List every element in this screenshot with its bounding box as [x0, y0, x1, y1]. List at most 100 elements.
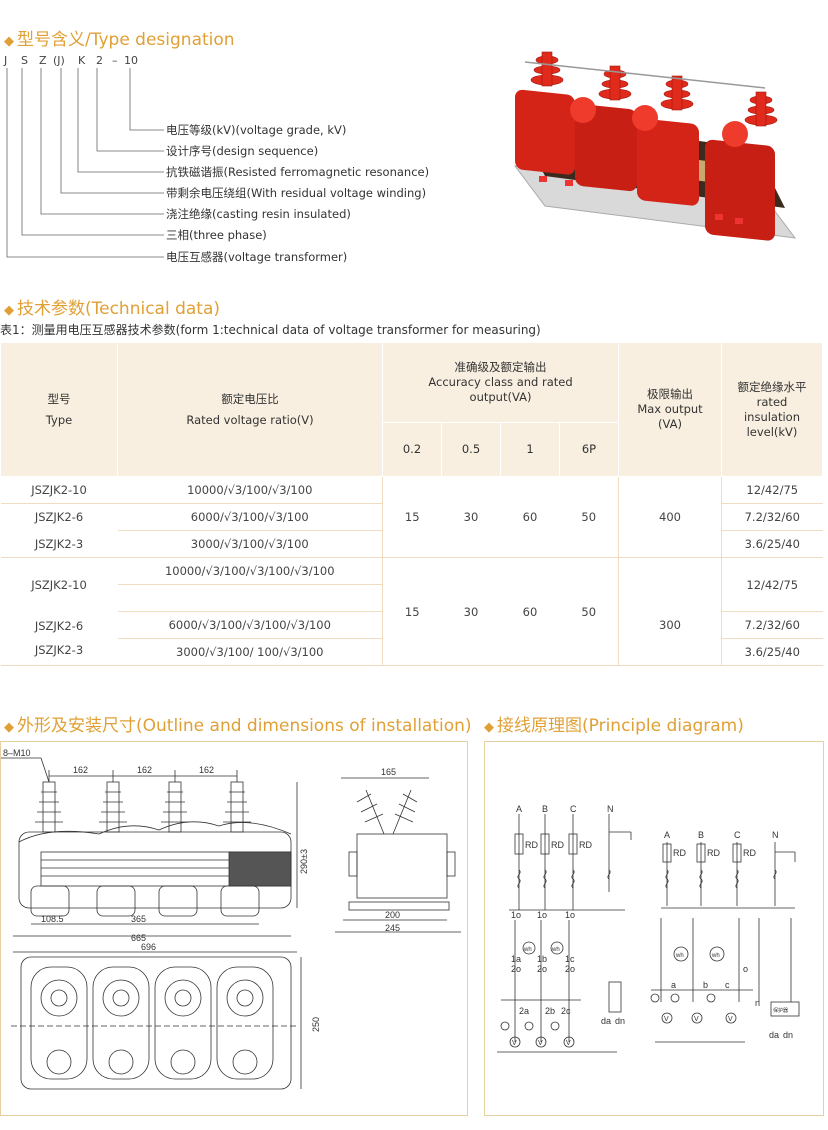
meter-label: V: [538, 1040, 543, 1047]
open-delta-label: da: [769, 1030, 779, 1040]
terminal-label: o: [743, 964, 748, 974]
fuse-label: RD: [579, 840, 592, 850]
header-class: 0.5: [441, 422, 501, 477]
dim-pitch: 162: [199, 765, 214, 775]
dim-pitch: 162: [137, 765, 152, 775]
designation-leader-lines: [6, 68, 164, 258]
header-accuracy: 准确级及额定输出 Accuracy class and rated output…: [382, 342, 619, 423]
code-letter: (J): [53, 54, 65, 67]
header-insulation: 额定绝缘水平 rated insulation level(kV): [721, 342, 823, 477]
fuse-label: RD: [707, 848, 720, 858]
output-cell: 15: [382, 557, 442, 666]
designation-item: 电压互感器(voltage transformer): [166, 250, 348, 264]
output-cell: 30: [441, 557, 501, 666]
phase-label: C: [570, 804, 577, 814]
meter-label: V: [728, 1016, 733, 1023]
section-title-principle: ◆接线原理图(Principle diagram): [484, 716, 744, 736]
principle-diagram-box: A B C N RD RD RD 1o 1o 1o 1a 1b 1c 2o 2o…: [484, 741, 824, 1116]
dim-pitch: 162: [73, 765, 88, 775]
dim-top-width: 250: [311, 1017, 321, 1032]
type-cell: JSZJK2-3: [0, 530, 118, 558]
output-cell: 30: [441, 476, 501, 558]
ratio-cell: 3000/√3/100/ 100/√3/100: [117, 638, 383, 666]
phase-label: B: [542, 804, 548, 814]
insulation-cell: 7.2/32/60: [721, 503, 823, 531]
header-max-output: 极限输出 Max output (VA): [618, 342, 722, 477]
fuse-label: RD: [525, 840, 538, 850]
code-letter: Z: [39, 54, 47, 67]
meter-label: V: [694, 1016, 699, 1023]
code-letter: K: [78, 54, 86, 67]
terminal-label: 1b: [537, 954, 547, 964]
terminal-label: a: [671, 980, 676, 990]
fuse-label: RD: [673, 848, 686, 858]
dim-side-width: 165: [381, 767, 396, 777]
insulation-cell: 12/42/75: [721, 476, 823, 504]
insulation-cell: 7.2/32/60: [721, 611, 823, 639]
dim-side-base-inner: 200: [385, 910, 400, 920]
terminal-label: n: [755, 998, 760, 1008]
designation-item: 浇注绝缘(casting resin insulated): [166, 207, 351, 221]
ratio-cell: 10000/√3/100/√3/100: [117, 476, 383, 504]
ratio-cell-empty: [117, 584, 383, 612]
code-letter: J: [4, 54, 8, 67]
ratio-cell: 3000/√3/100/√3/100: [117, 530, 383, 558]
diamond-bullet-icon: ◆: [4, 34, 14, 49]
max-output-cell: 400: [618, 476, 722, 558]
dim-bolt: 8–M10: [3, 748, 31, 758]
terminal-label: 2a: [519, 1006, 529, 1016]
designation-item: 带剩余电压绕组(With residual voltage winding): [166, 186, 427, 200]
terminal-label: b: [703, 980, 708, 990]
type-cell: JSZJK2-6 JSZJK2-3: [0, 611, 118, 666]
phase-label: N: [607, 804, 614, 814]
header-ratio: 额定电压比 Rated voltage ratio(V): [117, 342, 383, 477]
header-class: 1: [500, 422, 560, 477]
header-type: 型号 Type: [0, 342, 118, 477]
diamond-bullet-icon: ◆: [484, 720, 494, 735]
phase-label: A: [664, 830, 670, 840]
designation-item: 电压等级(kV)(voltage grade, kV): [166, 123, 347, 137]
diamond-bullet-icon: ◆: [4, 720, 14, 735]
phase-label: C: [734, 830, 741, 840]
outline-drawing: 8–M10 162 162 162 165 290±3 108.5 365 66…: [1, 748, 461, 1090]
terminal-label: 1o: [565, 910, 575, 920]
dim-total-length: 665: [131, 933, 146, 943]
terminal-label: 2o: [565, 964, 575, 974]
designation-item: 抗铁磁谐振(Resisted ferromagnetic resonance): [166, 165, 430, 179]
dim-side-base-outer: 245: [385, 923, 400, 933]
phase-label: B: [698, 830, 704, 840]
ratio-cell: 6000/√3/100/√3/100: [117, 503, 383, 531]
terminal-label: 2b: [545, 1006, 555, 1016]
fuse-label: RD: [743, 848, 756, 858]
output-cell: 60: [500, 557, 560, 666]
output-cell: 50: [559, 476, 619, 558]
output-cell: 60: [500, 476, 560, 558]
diamond-bullet-icon: ◆: [4, 303, 14, 318]
insulation-cell: 12/42/75: [721, 557, 823, 612]
meter-label: V: [664, 1016, 669, 1023]
designation-item: 三相(three phase): [166, 228, 267, 242]
terminal-label: 1a: [511, 954, 521, 964]
meter-label: V: [512, 1040, 517, 1047]
terminal-label: 2o: [537, 964, 547, 974]
section-title-outline: ◆外形及安装尺寸(Outline and dimensions of insta…: [4, 716, 472, 736]
type-cell: JSZJK2-10: [31, 577, 87, 592]
type-cell: JSZJK2-6: [34, 510, 84, 525]
table-caption: 表1：测量用电压互感器技术参数(form 1:technical data of…: [0, 323, 541, 337]
designation-item: 设计序号(design sequence): [166, 144, 319, 158]
terminal-label: 1o: [511, 910, 521, 920]
terminal-label: 1c: [565, 954, 575, 964]
section-title-type-designation: ◆型号含义/Type designation: [4, 30, 235, 50]
phase-label: N: [772, 830, 779, 840]
output-cell: 50: [559, 557, 619, 666]
dim-mount-span: 365: [131, 914, 146, 924]
meter-label: wh: [523, 947, 532, 953]
open-delta-label: dn: [615, 1016, 625, 1026]
code-letter: 2: [96, 54, 103, 67]
meter-label: V: [566, 1040, 571, 1047]
ratio-cell: 10000/√3/100/√3/100/√3/100: [117, 557, 383, 585]
phase-label: A: [516, 804, 522, 814]
code-letter: –: [112, 54, 118, 67]
meter-label: wh: [551, 947, 560, 953]
code-letter: S: [21, 54, 28, 67]
